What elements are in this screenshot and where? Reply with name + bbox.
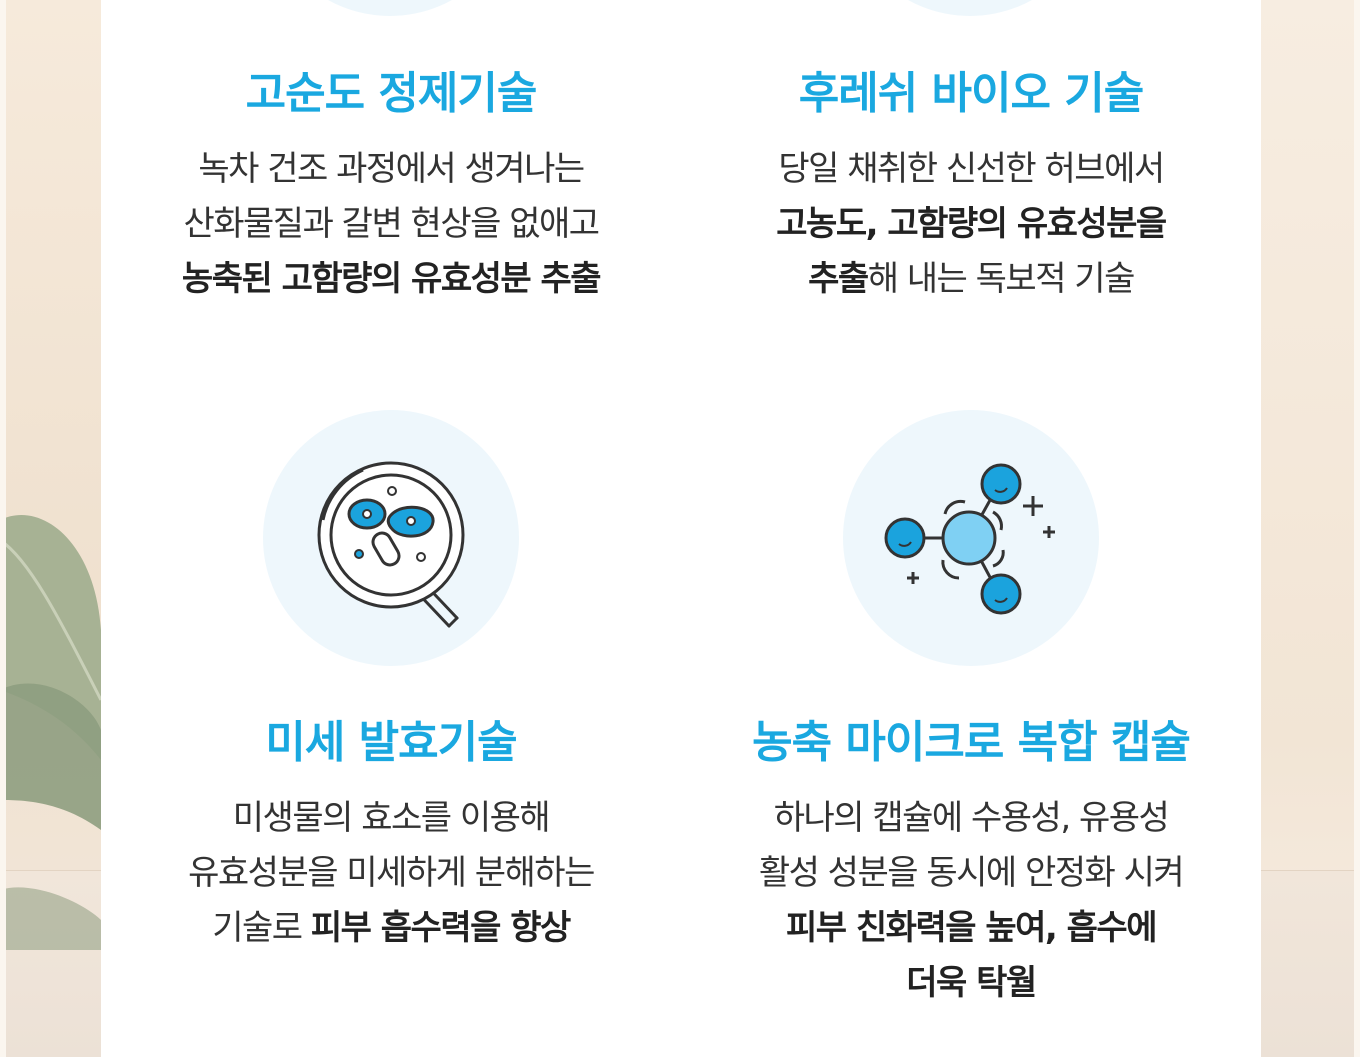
plant-decoration bbox=[0, 514, 101, 950]
desc-plain-text: 기술로 bbox=[212, 908, 311, 948]
feature-title: 고순도 정제기술 bbox=[245, 68, 538, 119]
desc-line: 미생물의 효소를 이용해 bbox=[232, 798, 551, 838]
desc-line-bold: 고농도, 고함량의 유효성분을 bbox=[701, 197, 1241, 252]
desc-bold-text: 피부 친화력을 높여, 흡수에 bbox=[785, 908, 1158, 948]
feature-description: 녹차 건조 과정에서 생겨나는 산화물질과 갈변 현상을 없애고 농축된 고함량… bbox=[121, 142, 661, 307]
icon-circle-top-left bbox=[262, 0, 518, 16]
edge-strip-left bbox=[0, 0, 6, 1057]
desc-line: 당일 채취한 신선한 허브에서 bbox=[778, 149, 1165, 189]
desc-bold-text: 농축된 고함량의 유효성분 추출 bbox=[181, 259, 602, 299]
feature-description: 미생물의 효소를 이용해 유효성분을 미세하게 분해하는 기술로 피부 흡수력을… bbox=[121, 791, 661, 956]
magnifier-microbe-icon bbox=[317, 461, 465, 628]
feature-title: 후레쉬 바이오 기술 bbox=[798, 68, 1144, 119]
desc-line-bold: 더욱 탁월 bbox=[701, 956, 1241, 1011]
molecule-capsule-icon bbox=[884, 463, 1055, 615]
desc-line: 유효성분을 미세하게 분해하는 bbox=[188, 853, 595, 893]
feature-title: 농축 마이크로 복합 캡슐 bbox=[752, 717, 1191, 768]
desc-line: 활성 성분을 동시에 안정화 시켜 bbox=[758, 853, 1185, 893]
desc-plain-text: 해 내는 독보적 기술 bbox=[867, 259, 1136, 299]
desc-line-bold: 피부 친화력을 높여, 흡수에 bbox=[701, 901, 1241, 956]
feature-description: 당일 채취한 신선한 허브에서 고농도, 고함량의 유효성분을 추출해 내는 독… bbox=[701, 142, 1241, 307]
desc-bold-text: 고농도, 고함량의 유효성분을 bbox=[776, 204, 1167, 244]
desc-line: 기술로 피부 흡수력을 향상 bbox=[121, 901, 661, 956]
background-right-panel bbox=[1261, 0, 1360, 1057]
desc-bold-text: 추출 bbox=[808, 259, 869, 299]
desc-bold-text: 더욱 탁월 bbox=[906, 963, 1037, 1003]
icon-circle bbox=[263, 410, 519, 666]
edge-strip-right bbox=[1354, 0, 1360, 1057]
background-left-panel bbox=[0, 0, 101, 1057]
background-shelf-right bbox=[1261, 870, 1360, 1057]
desc-line: 녹차 건조 과정에서 생겨나는 bbox=[198, 149, 585, 189]
feature-title: 미세 발효기술 bbox=[265, 717, 517, 768]
icon-circle-top-right bbox=[842, 0, 1098, 16]
icon-circle bbox=[843, 410, 1099, 666]
desc-line: 하나의 캡슐에 수용성, 유용성 bbox=[773, 798, 1170, 838]
desc-line: 추출해 내는 독보적 기술 bbox=[701, 252, 1241, 307]
desc-bold-text: 피부 흡수력을 향상 bbox=[310, 908, 571, 948]
desc-line: 산화물질과 갈변 현상을 없애고 bbox=[183, 204, 600, 244]
desc-line-bold: 농축된 고함량의 유효성분 추출 bbox=[121, 252, 661, 307]
feature-description: 하나의 캡슐에 수용성, 유용성 활성 성분을 동시에 안정화 시켜 피부 친화… bbox=[701, 791, 1241, 1011]
feature-card: 고순도 정제기술 녹차 건조 과정에서 생겨나는 산화물질과 갈변 현상을 없애… bbox=[101, 0, 1261, 1057]
